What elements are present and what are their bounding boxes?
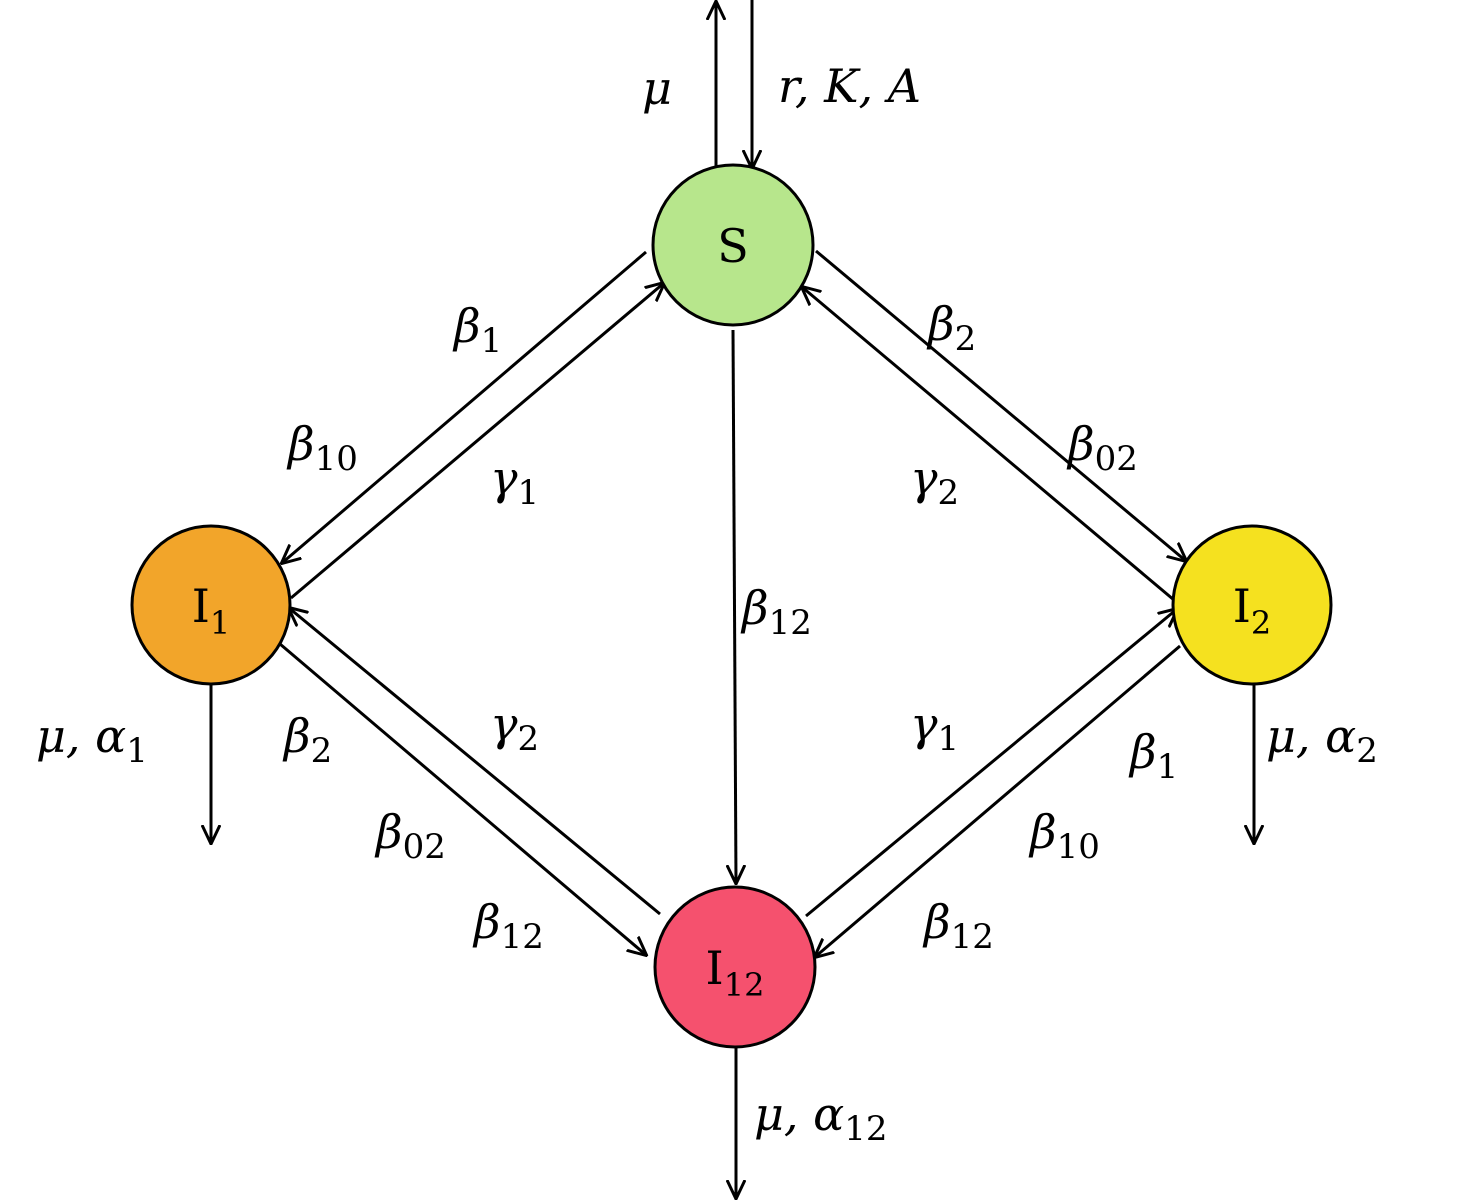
label-gamma1-bot: γ1	[910, 697, 959, 759]
node-i2-circle	[1171, 524, 1333, 686]
label-beta02-top: β02	[1066, 417, 1138, 479]
node-i1-circle	[130, 524, 292, 686]
label-gamma1-top: γ1	[490, 451, 539, 513]
edge-s-to-i12	[733, 329, 736, 883]
label-beta1-bot: β1	[1128, 725, 1178, 787]
label-beta10-top: β10	[286, 417, 358, 479]
edge-i12-to-i2	[805, 609, 1177, 918]
node-i12: I12	[653, 885, 817, 1049]
label-beta10-bot: β10	[1028, 805, 1100, 867]
edge-i12-to-i1	[289, 608, 661, 916]
node-s-label: S	[717, 219, 749, 273]
edge-s-to-i1	[282, 250, 647, 563]
edge-i2-to-i12	[815, 644, 1181, 957]
label-beta02-bot: β02	[374, 805, 446, 867]
edges	[211, 0, 1254, 1198]
label-gamma2-bot: γ2	[490, 697, 539, 759]
edge-i1-to-s	[290, 283, 664, 600]
label-beta12-botr: β12	[922, 895, 994, 957]
node-i1-label: I1	[192, 579, 231, 642]
node-i12-circle	[653, 885, 817, 1049]
label-beta1-top: β1	[452, 299, 502, 361]
label-beta12-botl: β12	[472, 895, 544, 957]
label-mu-alpha2: μ, α2	[1266, 709, 1378, 771]
label-beta2-top: β2	[926, 297, 976, 359]
node-s: S	[651, 163, 815, 327]
node-i1: I1	[130, 524, 292, 686]
node-s-circle	[651, 163, 815, 327]
node-i2: I2	[1171, 524, 1333, 686]
rate-labels: μ r, K, A β1 β10 γ1 β2 β02 γ2 β12 μ, α1 …	[36, 59, 1378, 1149]
label-mu-out-s: μ	[642, 61, 672, 115]
edge-i2-to-s	[802, 287, 1175, 602]
label-gamma2-top: γ2	[910, 451, 959, 513]
node-i12-label: I12	[706, 941, 765, 1004]
label-beta2-bot: β2	[282, 709, 332, 771]
label-mu-alpha1: μ, α1	[36, 709, 148, 771]
edge-i1-to-i12	[279, 642, 646, 955]
node-i2-label: I2	[1233, 579, 1272, 642]
edge-s-to-i2	[815, 249, 1186, 561]
label-mu-alpha12: μ, α12	[754, 1087, 887, 1149]
label-inflow-s: r, K, A	[778, 59, 921, 113]
label-beta12-mid: β12	[740, 581, 812, 643]
